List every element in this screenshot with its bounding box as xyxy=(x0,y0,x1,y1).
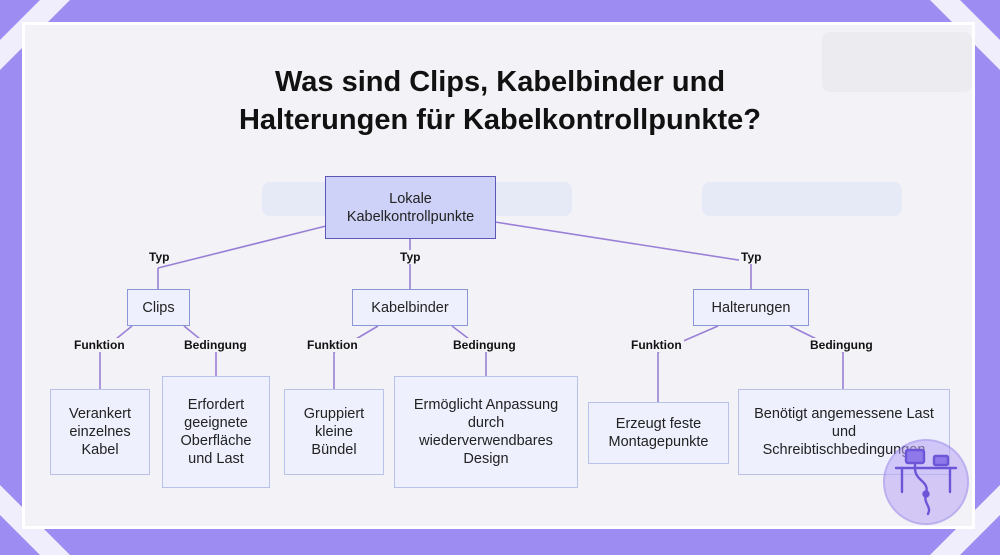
leaf-label: Benötigt angemessene Last und Schreibtis… xyxy=(754,406,934,458)
edge-label-funktion: Funktion xyxy=(629,338,684,352)
leaf-node-kabelbinder-bedingung: Ermöglicht Anpassung durch wiederverwend… xyxy=(394,376,578,488)
leaf-node-halterungen-bedingung: Benötigt angemessene Last und Schreibtis… xyxy=(738,389,950,475)
background-decoration xyxy=(822,32,972,92)
edge-label-typ: Typ xyxy=(147,250,172,264)
edge-label-bedingung: Bedingung xyxy=(808,338,875,352)
edge-label-typ: Typ xyxy=(739,250,764,264)
category-label: Kabelbinder xyxy=(371,299,449,316)
page-title: Was sind Clips, Kabelbinder und Halterun… xyxy=(0,63,1000,139)
background-decoration xyxy=(702,182,902,216)
category-node-halterungen: Halterungen xyxy=(693,289,809,326)
leaf-node-halterungen-funktion: Erzeugt feste Montagepunkte xyxy=(588,402,729,464)
edge-label-funktion: Funktion xyxy=(72,338,127,352)
root-node: Lokale Kabelkontrollpunkte xyxy=(325,176,496,239)
category-label: Clips xyxy=(142,299,175,316)
leaf-node-kabelbinder-funktion: Gruppiert kleine Bündel xyxy=(284,389,384,475)
leaf-node-clips-bedingung: Erfordert geeignete Oberfläche und Last xyxy=(162,376,270,488)
title-line-1: Was sind Clips, Kabelbinder und xyxy=(274,66,726,98)
edge-label-bedingung: Bedingung xyxy=(182,338,249,352)
category-node-kabelbinder: Kabelbinder xyxy=(352,289,468,326)
desk-workstation-icon xyxy=(883,439,969,525)
leaf-label: Verankert einzelnes Kabel xyxy=(68,406,132,458)
leaf-label: Erzeugt feste Montagepunkte xyxy=(608,416,709,450)
category-node-clips: Clips xyxy=(127,289,190,326)
category-label: Halterungen xyxy=(711,299,791,316)
title-line-2: Halterungen für Kabelkontrollpunkte? xyxy=(238,104,762,136)
edge-label-funktion: Funktion xyxy=(305,338,360,352)
edge-label-bedingung: Bedingung xyxy=(451,338,518,352)
root-node-label: Lokale Kabelkontrollpunkte xyxy=(346,190,475,225)
edge-label-typ: Typ xyxy=(398,250,423,264)
leaf-label: Gruppiert kleine Bündel xyxy=(303,406,365,458)
leaf-label: Erfordert geeignete Oberfläche und Last xyxy=(180,397,252,467)
leaf-node-clips-funktion: Verankert einzelnes Kabel xyxy=(50,389,150,475)
leaf-label: Ermöglicht Anpassung durch wiederverwend… xyxy=(413,397,559,467)
